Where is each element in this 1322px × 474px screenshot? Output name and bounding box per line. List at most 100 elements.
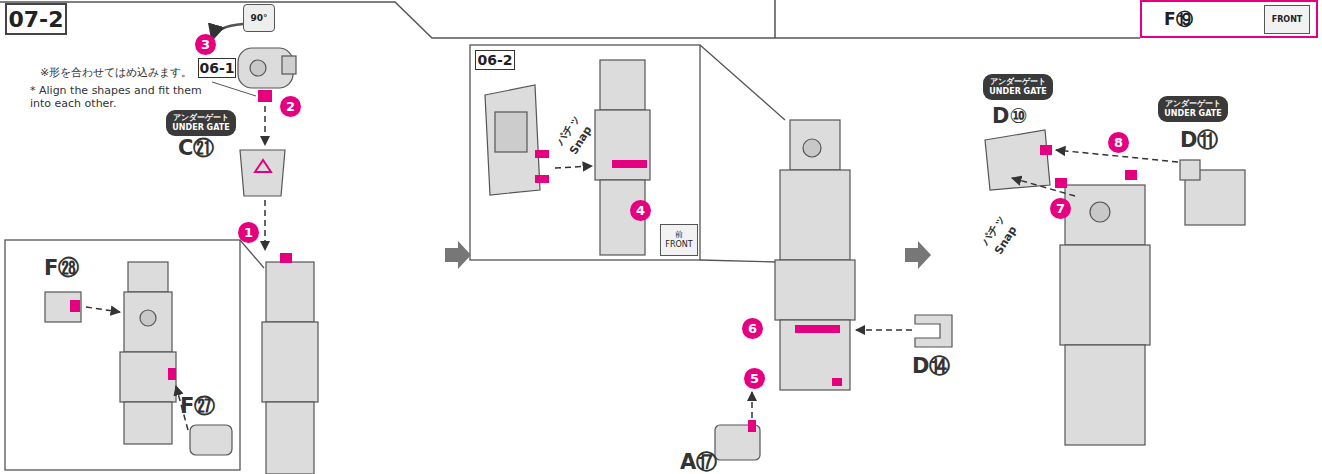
node-text: UNDER GATE [989,87,1046,97]
part-box: F⑲ FRONT [1140,0,1318,38]
part-number: F㉘ [44,256,79,280]
node-text: アンダーゲート [1165,99,1221,109]
node-text: F⑲ [1164,8,1193,31]
rotate-arrow [212,24,243,40]
assembly-arrow [856,329,912,331]
part-number: D⑩ [992,104,1027,128]
gray-part [124,402,172,444]
step-arrow [905,241,931,269]
node-text: UNDER GATE [172,123,229,133]
frame-line [0,2,1140,38]
gray-part [495,112,527,152]
node-text: アンダーゲート [990,77,1046,87]
gray-part [45,48,1245,474]
front-icon: 前FRONT [660,224,698,256]
gray-part [595,110,650,180]
node-text: FRONT [665,240,692,250]
callout-number: 5 [744,368,765,389]
inset-frame [470,45,700,260]
pink-joint [748,420,756,432]
assembly-arrow [555,166,592,168]
frame-line [0,0,1140,38]
inset-frame [240,240,264,268]
pink-joint [258,90,272,102]
node-text: アンダーゲート [173,113,229,123]
gray-part [780,320,850,390]
assembly-arrow [264,106,266,145]
callout-number: 6 [742,318,763,339]
under-gate-badge: アンダーゲートUNDER GATE [166,110,236,136]
gray-part [985,130,1050,190]
gray-part [1065,185,1145,245]
align-mark [255,160,271,172]
assembly-arrow [751,392,753,418]
under-gate-badge: アンダーゲートUNDER GATE [983,74,1053,100]
pink-joint [1125,170,1137,180]
gray-part [1090,202,1110,222]
gray-part [790,120,840,170]
note-text: ※形を合わせてはめ込みます。 [40,66,218,79]
frame-line [774,0,776,38]
pink-joint [70,300,80,312]
node-text: UNDER GATE [1164,109,1221,119]
part-number: A⑰ [680,448,717,474]
gray-part [250,60,266,76]
step-arrow [445,241,471,269]
part-number: D⑪ [1180,126,1218,154]
pink-joint [535,150,549,158]
gray-part [780,170,850,260]
gray-part [120,352,176,402]
pink-joint [280,253,292,263]
gray-part [600,60,645,110]
gray-part [1180,160,1200,180]
callout-number: 3 [195,34,216,55]
align-mark [255,160,271,172]
front-icon: FRONT [1264,5,1310,34]
node-text: 06-1 [199,60,234,76]
part-number: D⑭ [912,352,950,380]
callout-number: 8 [1108,132,1129,153]
gray-part [803,139,821,157]
gray-part [128,262,168,292]
pink-joint [1040,145,1052,155]
leader-line [212,82,256,96]
callout-number: 7 [1050,198,1071,219]
reference-tag: 06-2 [475,50,515,70]
note-text: * Align the shapes and fit them into eac… [30,84,212,110]
step-title: 07-2 [5,3,67,35]
reference-tag: 06-1 [198,58,236,78]
callout-number: 2 [280,96,301,117]
gray-part [124,292,172,352]
gray-part [1060,245,1150,345]
inset-frame [5,45,785,470]
rotate-icon: 90° [243,4,275,32]
gray-part [485,85,540,195]
gray-part [1065,345,1145,445]
part-number: F㉗ [180,394,215,418]
part-number: C㉑ [178,136,214,160]
gray-part [262,322,318,402]
gray-part [915,315,952,347]
inset-frame [700,45,785,120]
pink-joint [535,175,549,183]
gray-part [240,150,285,196]
leader-line [212,82,256,96]
node-text: 06-2 [477,52,512,68]
node-text: 90° [250,13,267,23]
callout-number: 1 [238,222,259,243]
assembly-arrow [86,307,120,312]
under-gate-badge: アンダーゲートUNDER GATE [1158,96,1228,122]
gray-part [775,260,855,320]
pink-joint [612,160,647,168]
gray-part [266,402,314,474]
gray-part [190,425,232,455]
assembly-arrow [86,106,1178,430]
pink-joint [70,90,1137,432]
inset-frame [700,260,778,262]
gray-part [45,292,81,322]
gray-part [266,262,314,322]
callout-number: 4 [630,200,651,221]
assembly-arrow [264,200,266,250]
rotate-arrow [212,24,243,40]
